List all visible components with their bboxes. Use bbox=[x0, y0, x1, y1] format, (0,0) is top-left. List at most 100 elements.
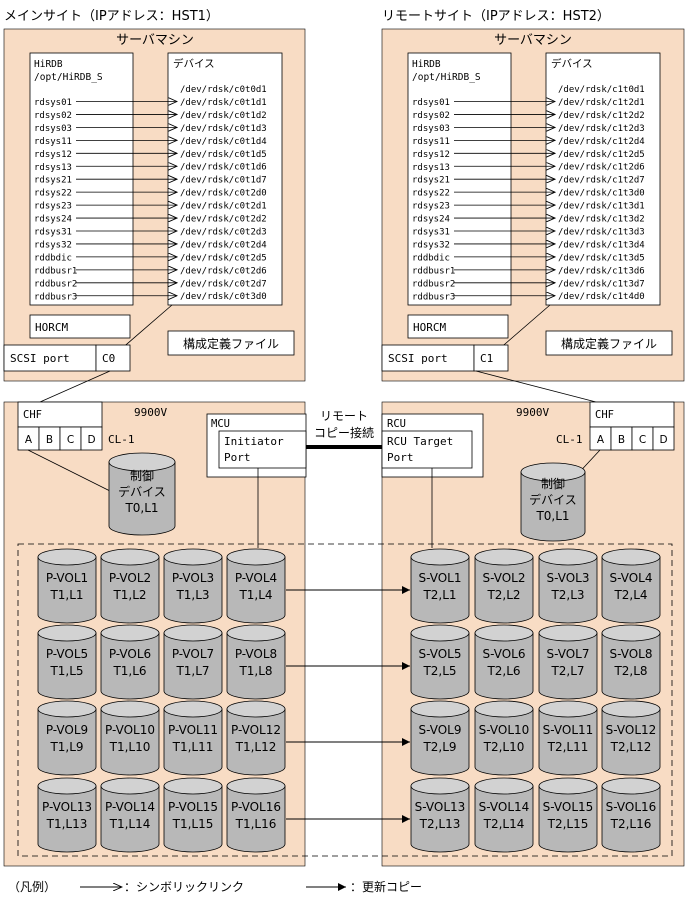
main-server-machine: サーバマシン HiRDB /opt/HiRDB_S デバイス rdsys01rd… bbox=[3, 28, 306, 382]
main-device-item: /dev/rdsk/c0t1d6 bbox=[180, 163, 267, 173]
remote-rdsys-item: rdsys11 bbox=[412, 137, 450, 147]
legend-update-copy-label: ：更新コピー bbox=[350, 879, 422, 894]
pvol-cylinder-label-2: T1,L1 bbox=[49, 588, 83, 602]
remote-rdsys-item: rdsys02 bbox=[412, 111, 450, 121]
svol-cylinder-label-1: S-VOL9 bbox=[418, 723, 461, 737]
main-port-id-label: C0 bbox=[102, 352, 115, 365]
main-hirdb-title-1: HiRDB bbox=[34, 59, 63, 70]
pvol-cylinder-label-1: P-VOL10 bbox=[105, 723, 155, 737]
remote-device-item: /dev/rdsk/c1t2d2 bbox=[558, 111, 645, 121]
remote-rdsys-item: rdsys12 bbox=[412, 150, 450, 160]
pvol-cylinders: P-VOL1T1,L1P-VOL2T1,L2P-VOL3T1,L3P-VOL4T… bbox=[37, 548, 286, 853]
remote-device-item: /dev/rdsk/c1t2d3 bbox=[558, 124, 645, 134]
remote-rdsys-item: rdsys23 bbox=[412, 202, 450, 212]
svol-cylinder-label-1: S-VOL14 bbox=[479, 800, 530, 814]
svol-cylinder-label-2: T2,L10 bbox=[483, 740, 525, 754]
main-cl-label: CL-1 bbox=[108, 433, 135, 446]
remote-cl-label: CL-1 bbox=[556, 433, 583, 446]
remote-copy-label-2: コピー接続 bbox=[314, 425, 374, 440]
remote-device-item: /dev/rdsk/c1t3d0 bbox=[558, 189, 645, 199]
pvol-cylinder-label-2: T1,L15 bbox=[172, 817, 214, 831]
main-chf-port-b: B bbox=[46, 434, 53, 446]
svol-cylinder-label-2: T2,L3 bbox=[550, 588, 584, 602]
remote-device-item: /dev/rdsk/c1t3d1 bbox=[558, 202, 645, 212]
main-rdsys-item: rdsys11 bbox=[34, 137, 72, 147]
main-device-item: /dev/rdsk/c0t1d4 bbox=[180, 137, 267, 147]
main-device-item: /dev/rdsk/c0t2d1 bbox=[180, 202, 267, 212]
svol-cylinder-label-2: T2,L8 bbox=[613, 664, 647, 678]
remote-device-item: /dev/rdsk/c1t2d7 bbox=[558, 176, 645, 186]
pvol-cylinder-label-1: P-VOL8 bbox=[235, 647, 277, 661]
main-model-label: 9900V bbox=[134, 406, 167, 419]
main-scsi-port-box bbox=[3, 344, 97, 372]
svol-cylinder-label-1: S-VOL8 bbox=[609, 647, 652, 661]
main-control-device-label-1: 制御 bbox=[130, 468, 154, 483]
svol-cylinder-label-1: S-VOL2 bbox=[482, 571, 525, 585]
main-rdsys-item: rdsys21 bbox=[34, 176, 72, 186]
remote-device-item: /dev/rdsk/c1t2d6 bbox=[558, 163, 645, 173]
pvol-cylinder-label-2: T1,L3 bbox=[175, 588, 209, 602]
remote-rdsys-item: rddbdic bbox=[412, 253, 450, 263]
pvol-cylinder-label-1: P-VOL1 bbox=[46, 571, 88, 585]
main-device-item: /dev/rdsk/c0t1d5 bbox=[180, 150, 267, 160]
remote-config-connector bbox=[497, 304, 551, 351]
main-rdsys-item: rdsys31 bbox=[34, 228, 72, 238]
pvol-cylinder-label-1: P-VOL15 bbox=[168, 800, 218, 814]
remote-rdsys-list: rdsys01rdsys02rdsys03rdsys11rdsys12rdsys… bbox=[412, 98, 455, 302]
main-chf: CHF A B C D bbox=[17, 401, 103, 451]
svol-cylinder-label-1: S-VOL12 bbox=[606, 723, 657, 737]
pvol-cylinder-label-2: T1,L11 bbox=[172, 740, 214, 754]
remote-device-item: /dev/rdsk/c1t2d1 bbox=[558, 98, 645, 108]
remote-rdsys-item: rdsys24 bbox=[412, 215, 450, 225]
remote-scsi-port-label: SCSI port bbox=[388, 352, 448, 365]
remote-rdsys-item: rdsys03 bbox=[412, 124, 450, 134]
pvol-cylinder-label-2: T1,L2 bbox=[112, 588, 146, 602]
pvol-cylinder-label-1: P-VOL5 bbox=[46, 647, 88, 661]
main-chf-label: CHF bbox=[23, 409, 42, 421]
main-device-item: /dev/rdsk/c0t2d7 bbox=[180, 279, 267, 289]
pvol-cylinder-label-2: T1,L4 bbox=[238, 588, 272, 602]
main-rdsys-item: rdsys01 bbox=[34, 98, 72, 108]
remote-device-item: /dev/rdsk/c1t3d2 bbox=[558, 215, 645, 225]
main-device-item: /dev/rdsk/c0t3d0 bbox=[180, 292, 267, 302]
remote-config-label: 構成定義ファイル bbox=[561, 336, 657, 351]
main-port-to-chf-line bbox=[39, 370, 111, 403]
main-chf-port-c: C bbox=[67, 434, 74, 446]
remote-rdsys-item: rddbusr3 bbox=[412, 292, 455, 302]
remote-device-item: /dev/rdsk/c1t3d7 bbox=[558, 279, 645, 289]
svol-cylinder-label-2: T2,L6 bbox=[486, 664, 520, 678]
svol-cylinder-label-2: T2,L5 bbox=[422, 664, 456, 678]
legend-symlink-label: ：シンボリックリンク bbox=[124, 880, 244, 894]
remote-control-device-label-3: T0,L1 bbox=[535, 509, 569, 523]
main-port-id-box bbox=[95, 344, 131, 372]
main-device-box bbox=[167, 52, 283, 306]
main-device-item: /dev/rdsk/c0t2d2 bbox=[180, 215, 267, 225]
main-chf-to-control-line bbox=[27, 449, 113, 493]
remote-chf-port-b: B bbox=[618, 434, 625, 446]
main-rdsys-item: rdsys24 bbox=[34, 215, 72, 225]
pvol-cylinder-label-1: P-VOL9 bbox=[46, 723, 88, 737]
svol-cylinder-label-2: T2,L16 bbox=[610, 817, 652, 831]
pvol-cylinder-label-2: T1,L6 bbox=[112, 664, 146, 678]
svol-cylinder-label-1: S-VOL6 bbox=[482, 647, 525, 661]
remote-rdsys-item: rdsys13 bbox=[412, 163, 450, 173]
remote-symlink-arrows bbox=[454, 102, 555, 296]
remote-device-item: /dev/rdsk/c1t2d5 bbox=[558, 150, 645, 160]
volume-group-boundary bbox=[17, 543, 673, 857]
main-device-item: /dev/rdsk/c0t1d3 bbox=[180, 124, 267, 134]
pvol-cylinder-label-2: T1,L12 bbox=[235, 740, 277, 754]
main-device-item: /dev/rdsk/c0t0d1 bbox=[180, 85, 267, 95]
main-rdsys-item: rdsys22 bbox=[34, 189, 72, 199]
remote-control-device-label-2: デバイス bbox=[529, 492, 577, 507]
main-site-title: メインサイト（IPアドレス：HST1） bbox=[4, 9, 219, 24]
